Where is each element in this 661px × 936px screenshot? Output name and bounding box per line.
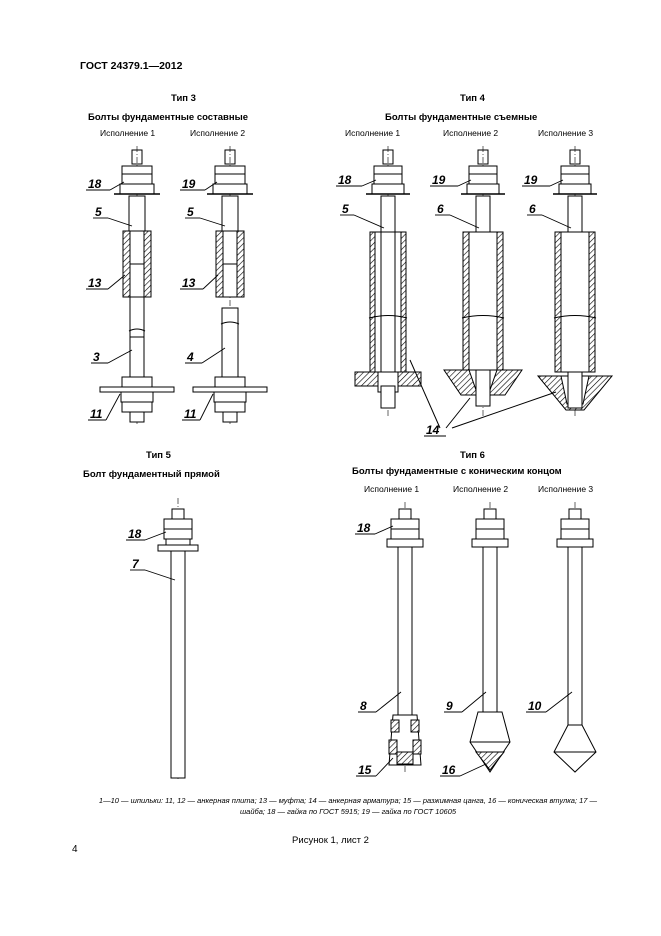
- label-t6-15: 15: [358, 763, 372, 777]
- type3-bolt-2: [192, 146, 268, 424]
- type3-title: Тип 3: [171, 93, 196, 104]
- type4-subtitle: Болты фундаментные съемные: [385, 112, 538, 123]
- label-t3-3: 3: [93, 350, 100, 364]
- type6-subtitle: Болты фундаментные с коническим концом: [352, 466, 562, 477]
- label-t6-18: 18: [357, 521, 371, 535]
- type4-bolt-1: [354, 146, 422, 416]
- document-header: ГОСТ 24379.1—2012: [80, 60, 183, 72]
- label-t3-13b: 13: [182, 276, 196, 290]
- type4-variant-2: Исполнение 2: [443, 128, 499, 138]
- label-t3-5b: 5: [187, 205, 194, 219]
- type3-bolt-1: [99, 146, 175, 424]
- type6-title: Тип 6: [460, 450, 485, 461]
- type5-bolt: [157, 498, 199, 780]
- type3-subtitle: Болты фундаментные составные: [88, 112, 248, 123]
- type3-variant-2: Исполнение 2: [190, 128, 246, 138]
- figure-caption: Рисунок 1, лист 2: [292, 835, 369, 846]
- label-t6-16: 16: [442, 763, 456, 777]
- label-t4-18: 18: [338, 173, 352, 187]
- label-t4-19b: 19: [524, 173, 538, 187]
- label-t4-6a: 6: [437, 202, 444, 216]
- label-t3-13a: 13: [88, 276, 102, 290]
- label-t5-18: 18: [128, 527, 142, 541]
- page-number: 4: [72, 844, 78, 855]
- type6-variant-1: Исполнение 1: [364, 484, 420, 494]
- type6-bolt-2: [469, 502, 511, 773]
- type4-bolt-3: [536, 146, 614, 416]
- label-t3-4: 4: [186, 350, 194, 364]
- type6-variant-2: Исполнение 2: [453, 484, 509, 494]
- type4-variant-3: Исполнение 3: [538, 128, 594, 138]
- label-t3-18: 18: [88, 177, 102, 191]
- label-t3-5a: 5: [95, 205, 102, 219]
- figure-legend: 1—10 — шпильки: 11, 12 — анкерная плита;…: [98, 796, 598, 816]
- type4-variant-1: Исполнение 1: [345, 128, 401, 138]
- type6-bolt-1: [386, 502, 424, 772]
- label-t6-8: 8: [360, 699, 367, 713]
- label-t6-10: 10: [528, 699, 542, 713]
- type5-subtitle: Болт фундаментный прямой: [83, 469, 220, 480]
- label-t3-11a: 11: [90, 407, 103, 421]
- type4-bolt-2: [443, 146, 523, 416]
- label-t4-14: 14: [426, 423, 440, 437]
- label-t3-19: 19: [182, 177, 196, 191]
- type5-title: Тип 5: [146, 450, 171, 461]
- label-t4-5: 5: [342, 202, 349, 216]
- label-t3-11b: 11: [184, 407, 197, 421]
- type6-bolt-3: [553, 502, 597, 773]
- type4-title: Тип 4: [460, 93, 485, 104]
- leader-lines: [86, 179, 573, 777]
- label-t4-6b: 6: [529, 202, 536, 216]
- label-t5-7: 7: [132, 557, 140, 571]
- type3-variant-1: Исполнение 1: [100, 128, 156, 138]
- label-t4-19a: 19: [432, 173, 446, 187]
- label-t6-9: 9: [446, 699, 453, 713]
- type6-variant-3: Исполнение 3: [538, 484, 594, 494]
